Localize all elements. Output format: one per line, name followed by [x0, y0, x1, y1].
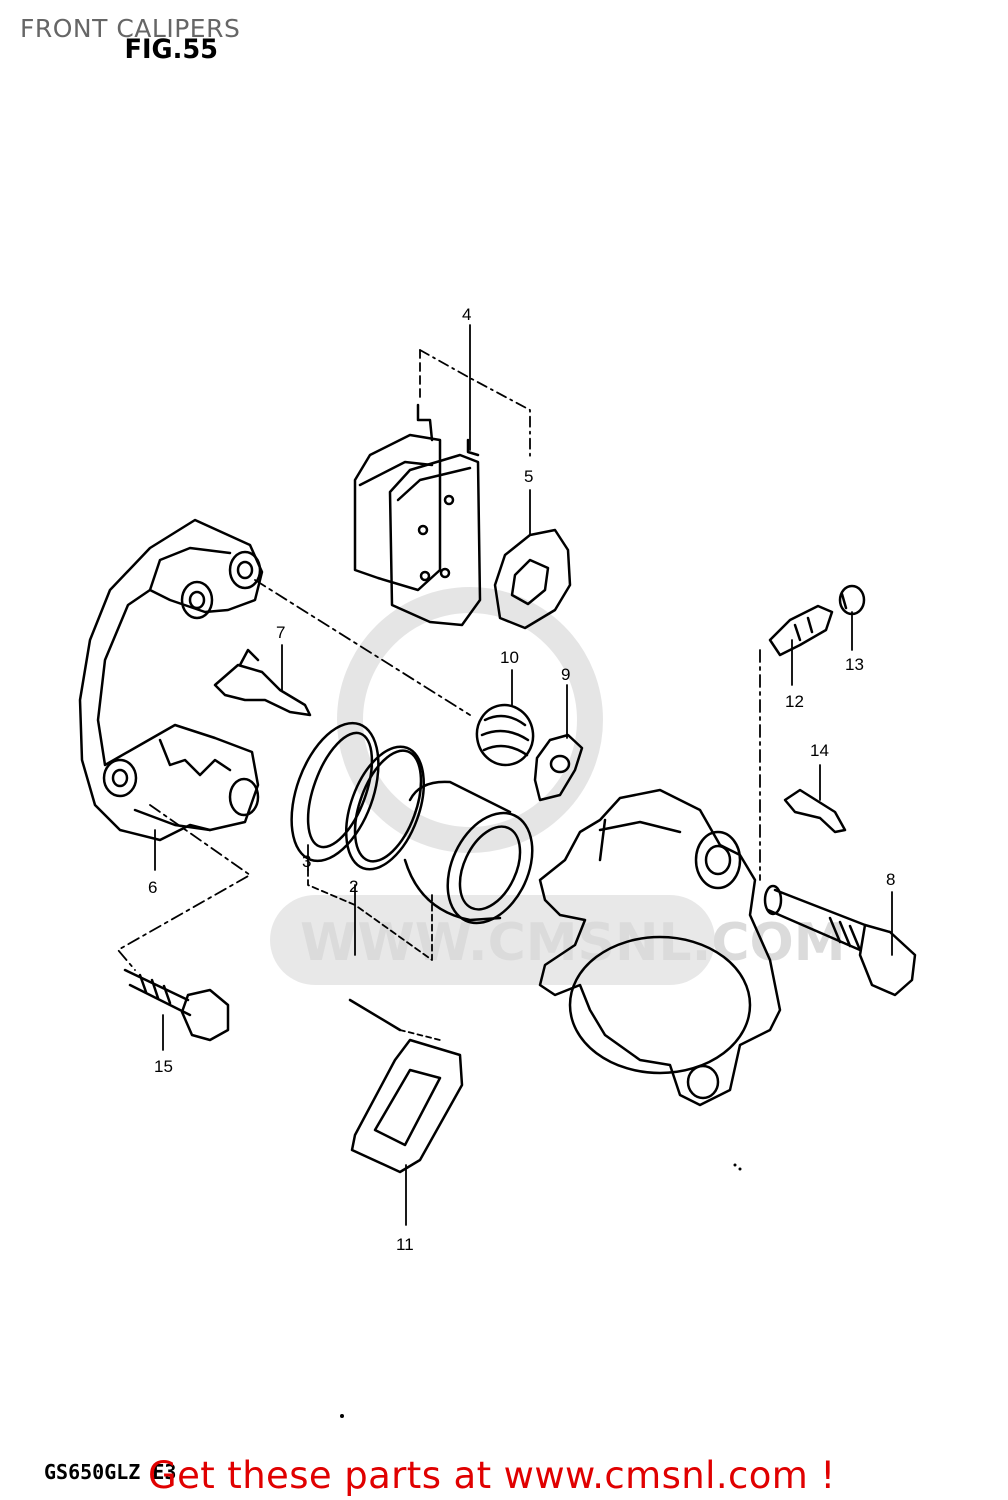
part-11-shim-plate: [348, 998, 464, 1174]
part-1-piston: [403, 780, 534, 925]
part-3-dust-seal: [290, 721, 380, 863]
label-part-4: 4: [462, 305, 471, 324]
label-part-15: 15: [154, 1057, 173, 1076]
part-5-shim: [493, 528, 572, 630]
part-2-piston-seal: [345, 745, 425, 871]
cta-link[interactable]: Get these parts at www.cmsnl.com !: [148, 1454, 836, 1497]
label-part-14: 14: [810, 741, 829, 760]
part-15-bolt: [123, 968, 230, 1042]
part-12-bleeder: [768, 604, 834, 657]
figure-label: FIG.55: [124, 34, 219, 65]
label-part-11: 11: [396, 1235, 414, 1254]
part-13-bleeder-cap: [838, 584, 866, 616]
part-9-washer: [533, 733, 584, 802]
leader-lines: [117, 324, 893, 1226]
label-part-10: 10: [500, 648, 519, 667]
label-part-8: 8: [886, 870, 895, 889]
part-4-brake-pads: [353, 403, 482, 627]
part-7-pad-spring: [213, 648, 312, 717]
part-10-boot: [475, 703, 535, 767]
part-6-caliper-bracket: [78, 518, 264, 842]
label-part-6: 6: [148, 878, 157, 897]
model-code: GS650GLZ E3: [44, 1460, 177, 1484]
label-part-3: 3: [302, 852, 311, 871]
label-part-7: 7: [276, 623, 285, 642]
label-part-5: 5: [524, 467, 533, 486]
page-title: FRONT CALIPERS: [20, 14, 241, 43]
label-part-12: 12: [785, 692, 804, 711]
caliper-body: [538, 788, 782, 1107]
label-part-13: 13: [845, 655, 864, 674]
label-part-2: 2: [349, 877, 358, 896]
part-14-clip: [783, 788, 847, 834]
label-part-9: 9: [561, 665, 570, 684]
part-8-pin-bolt: [763, 884, 917, 997]
